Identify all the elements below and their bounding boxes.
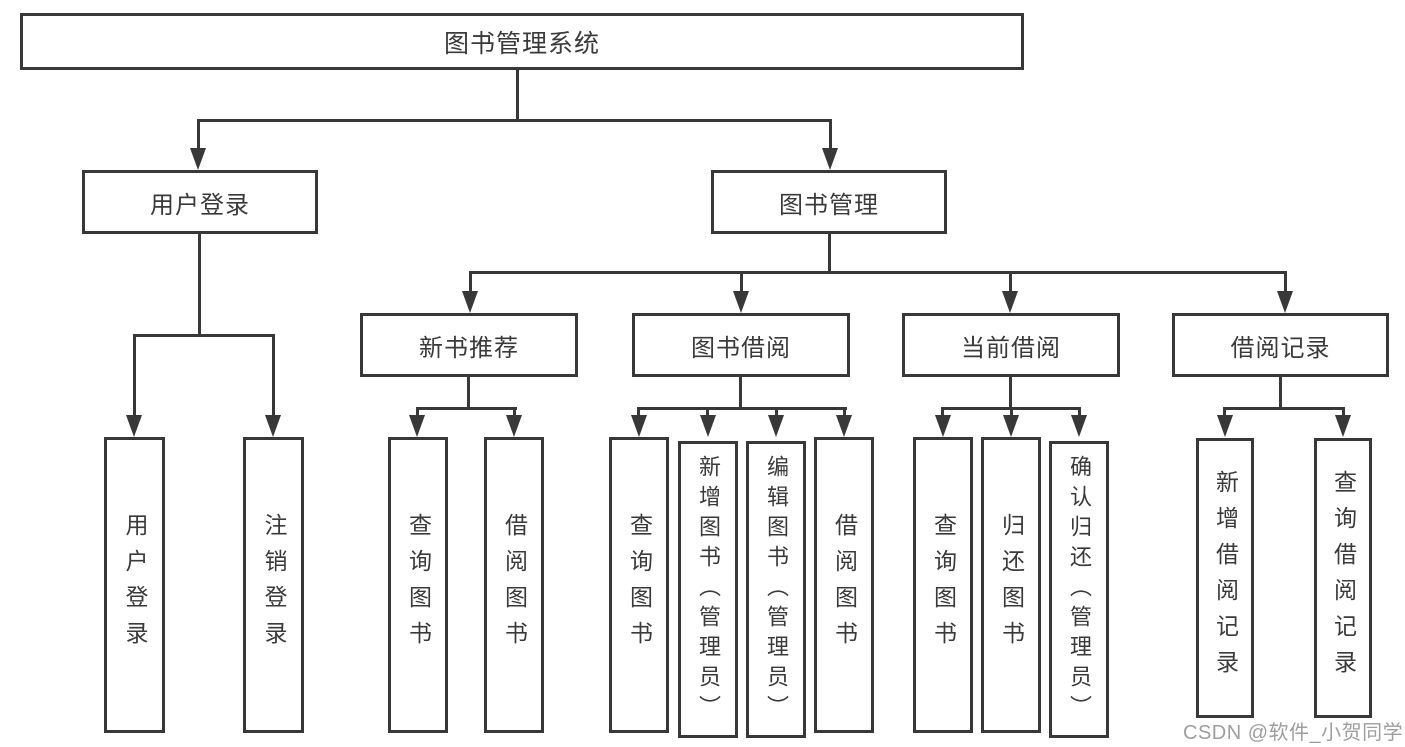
leaf-query-borrow-record-label: 查询借阅记录: [1330, 470, 1357, 686]
watermark: CSDN @软件_小贺同学: [1183, 722, 1404, 744]
node-borrowing-records-label: 借阅记录: [1230, 334, 1331, 362]
arrow-down-icon: [462, 291, 478, 313]
connector-line: [843, 407, 846, 417]
connector-line: [1223, 407, 1345, 410]
connector-line: [1009, 377, 1012, 410]
connector-line: [133, 334, 136, 416]
node-new-book-recommend-label: 新书推荐: [419, 334, 519, 362]
leaf-edit-book-admin: 编辑图书（管理员）: [746, 441, 806, 738]
leaf-logout-label: 注销登录: [261, 513, 287, 657]
arrow-down-icon: [1217, 415, 1233, 437]
node-library-system: 图书管理系统: [20, 13, 1024, 70]
connector-line: [197, 119, 832, 122]
connector-line: [197, 119, 200, 150]
leaf-query-books-recommend-label: 查询图书: [405, 513, 432, 657]
connector-line: [1279, 377, 1282, 410]
connector-line: [513, 407, 516, 417]
connector-line: [467, 377, 470, 410]
leaf-borrow-books-recommend: 借阅图书: [484, 437, 544, 733]
arrow-down-icon: [409, 415, 425, 437]
node-new-book-recommend: 新书推荐: [360, 313, 578, 377]
connector-line: [775, 407, 778, 417]
leaf-query-books-current: 查询图书: [913, 437, 973, 733]
leaf-query-books-borrowing-label: 查询图书: [626, 513, 653, 657]
leaf-confirm-return-admin-label: 确认归还（管理员）: [1067, 454, 1092, 725]
leaf-add-borrow-record: 新增借阅记录: [1196, 438, 1254, 718]
node-current-borrowing-label: 当前借阅: [961, 334, 1061, 362]
connector-line: [1284, 271, 1287, 293]
connector-line: [828, 234, 831, 274]
connector-line: [941, 407, 944, 417]
connector-line: [1078, 407, 1081, 417]
connector-line: [416, 407, 517, 410]
leaf-confirm-return-admin: 确认归还（管理员）: [1049, 441, 1109, 738]
arrow-down-icon: [1002, 291, 1018, 313]
leaf-query-books-borrowing: 查询图书: [609, 437, 669, 733]
connector-line: [469, 271, 1287, 274]
arrow-down-icon: [700, 415, 716, 437]
node-book-borrowing: 图书借阅: [632, 313, 850, 377]
arrow-down-icon: [733, 291, 749, 313]
node-user-login: 用户登录: [82, 170, 318, 234]
node-current-borrowing: 当前借阅: [902, 313, 1120, 377]
leaf-add-book-admin-label: 新增图书（管理员）: [696, 454, 721, 725]
leaf-borrow-books-borrowing: 借阅图书: [814, 437, 874, 733]
connector-line: [739, 377, 742, 410]
arrow-down-icon: [190, 148, 206, 170]
connector-line: [740, 271, 743, 293]
arrow-down-icon: [822, 148, 838, 170]
node-user-login-label: 用户登录: [150, 191, 250, 219]
arrow-down-icon: [768, 415, 784, 437]
connector-line: [1009, 271, 1012, 293]
arrow-down-icon: [836, 415, 852, 437]
node-borrowing-records: 借阅记录: [1172, 313, 1389, 377]
leaf-return-books-label: 归还图书: [998, 513, 1025, 657]
connector-line: [1223, 407, 1226, 417]
connector-line: [829, 119, 832, 150]
connector-line: [416, 407, 419, 417]
node-book-borrowing-label: 图书借阅: [691, 334, 791, 362]
leaf-add-borrow-record-label: 新增借阅记录: [1212, 470, 1239, 686]
connector-line: [637, 407, 847, 410]
arrow-down-icon: [1003, 415, 1019, 437]
node-library-system-label: 图书管理系统: [443, 29, 600, 58]
leaf-edit-book-admin-label: 编辑图书（管理员）: [764, 454, 789, 725]
arrow-down-icon: [265, 415, 281, 437]
connector-line: [272, 334, 275, 416]
arrow-down-icon: [1335, 415, 1351, 437]
leaf-logout: 注销登录: [243, 437, 304, 733]
connector-line: [637, 407, 640, 417]
leaf-user-login-label: 用户登录: [122, 513, 148, 657]
node-book-management-label: 图书管理: [779, 191, 879, 219]
connector-line: [1010, 407, 1013, 417]
arrow-down-icon: [506, 415, 522, 437]
leaf-query-books-current-label: 查询图书: [930, 513, 957, 657]
connector-line: [469, 271, 472, 293]
leaf-borrow-books-borrowing-label: 借阅图书: [831, 513, 858, 657]
leaf-borrow-books-recommend-label: 借阅图书: [501, 513, 528, 657]
connector-line: [133, 334, 275, 337]
arrow-down-icon: [126, 415, 142, 437]
connector-line: [1342, 407, 1345, 417]
arrow-down-icon: [1277, 291, 1293, 313]
leaf-add-book-admin: 新增图书（管理员）: [678, 441, 738, 738]
leaf-query-books-recommend: 查询图书: [388, 437, 448, 733]
leaf-return-books: 归还图书: [981, 437, 1041, 733]
arrow-down-icon: [1071, 415, 1087, 437]
node-book-management: 图书管理: [711, 170, 947, 234]
connector-line: [516, 70, 519, 121]
arrow-down-icon: [631, 415, 647, 437]
leaf-user-login: 用户登录: [104, 437, 165, 733]
connector-line: [706, 407, 709, 417]
connector-line: [198, 234, 201, 337]
leaf-query-borrow-record: 查询借阅记录: [1314, 438, 1372, 718]
arrow-down-icon: [935, 415, 951, 437]
